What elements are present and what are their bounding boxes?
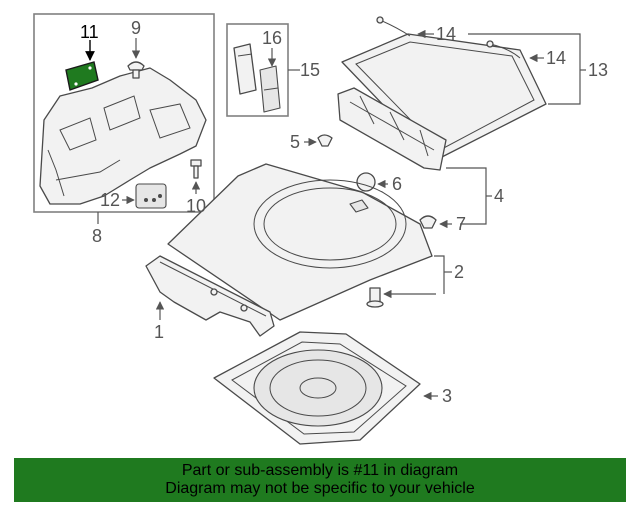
callout-8: 8 (92, 226, 102, 246)
callout-3: 3 (442, 386, 452, 406)
part-10-screw (190, 159, 202, 179)
callout-10: 10 (186, 196, 206, 216)
group-box-8 (33, 13, 215, 213)
part-6-plug (356, 172, 376, 192)
callout-15: 15 (300, 60, 320, 80)
callout-9: 9 (131, 18, 141, 38)
callout-2: 2 (454, 262, 464, 282)
callout-12: 12 (100, 190, 120, 210)
part-7-clip (419, 215, 437, 229)
part-11-cover (65, 61, 99, 91)
info-banner: Part or sub-assembly is #11 in diagram D… (14, 458, 626, 502)
banner-line-2: Diagram may not be specific to your vehi… (165, 480, 475, 497)
callout-1: 1 (154, 322, 164, 342)
part-15-bracket (233, 43, 257, 95)
spare-tire-tray (213, 331, 421, 445)
callout-6: 6 (392, 174, 402, 194)
callout-13: 13 (588, 60, 608, 80)
rear-trim-panel (337, 87, 447, 171)
callout-16: 16 (262, 28, 282, 48)
callout-14a: 14 (436, 24, 456, 44)
bracket-13 (468, 33, 581, 105)
part-12-lamp (135, 183, 167, 209)
parts-diagram: 11 9 12 10 8 16 15 14 14 13 5 6 4 7 2 1 … (33, 13, 608, 445)
part-16-cover (259, 65, 281, 113)
floor-board (167, 163, 433, 321)
side-trim-panel (39, 67, 207, 205)
callout-4: 4 (494, 186, 504, 206)
callout-11: 11 (80, 22, 99, 42)
banner-line-1: Part or sub-assembly is #11 in diagram (181, 462, 459, 479)
bracket-2 (434, 255, 445, 294)
callout-5: 5 (290, 132, 300, 152)
callout-7: 7 (456, 214, 466, 234)
cross-member (145, 255, 275, 337)
part-9-clip (127, 61, 145, 79)
part-2-bolt (366, 287, 384, 308)
part-14-cords (376, 16, 521, 59)
callout-14b: 14 (546, 48, 566, 68)
part-5-clip (317, 134, 333, 147)
